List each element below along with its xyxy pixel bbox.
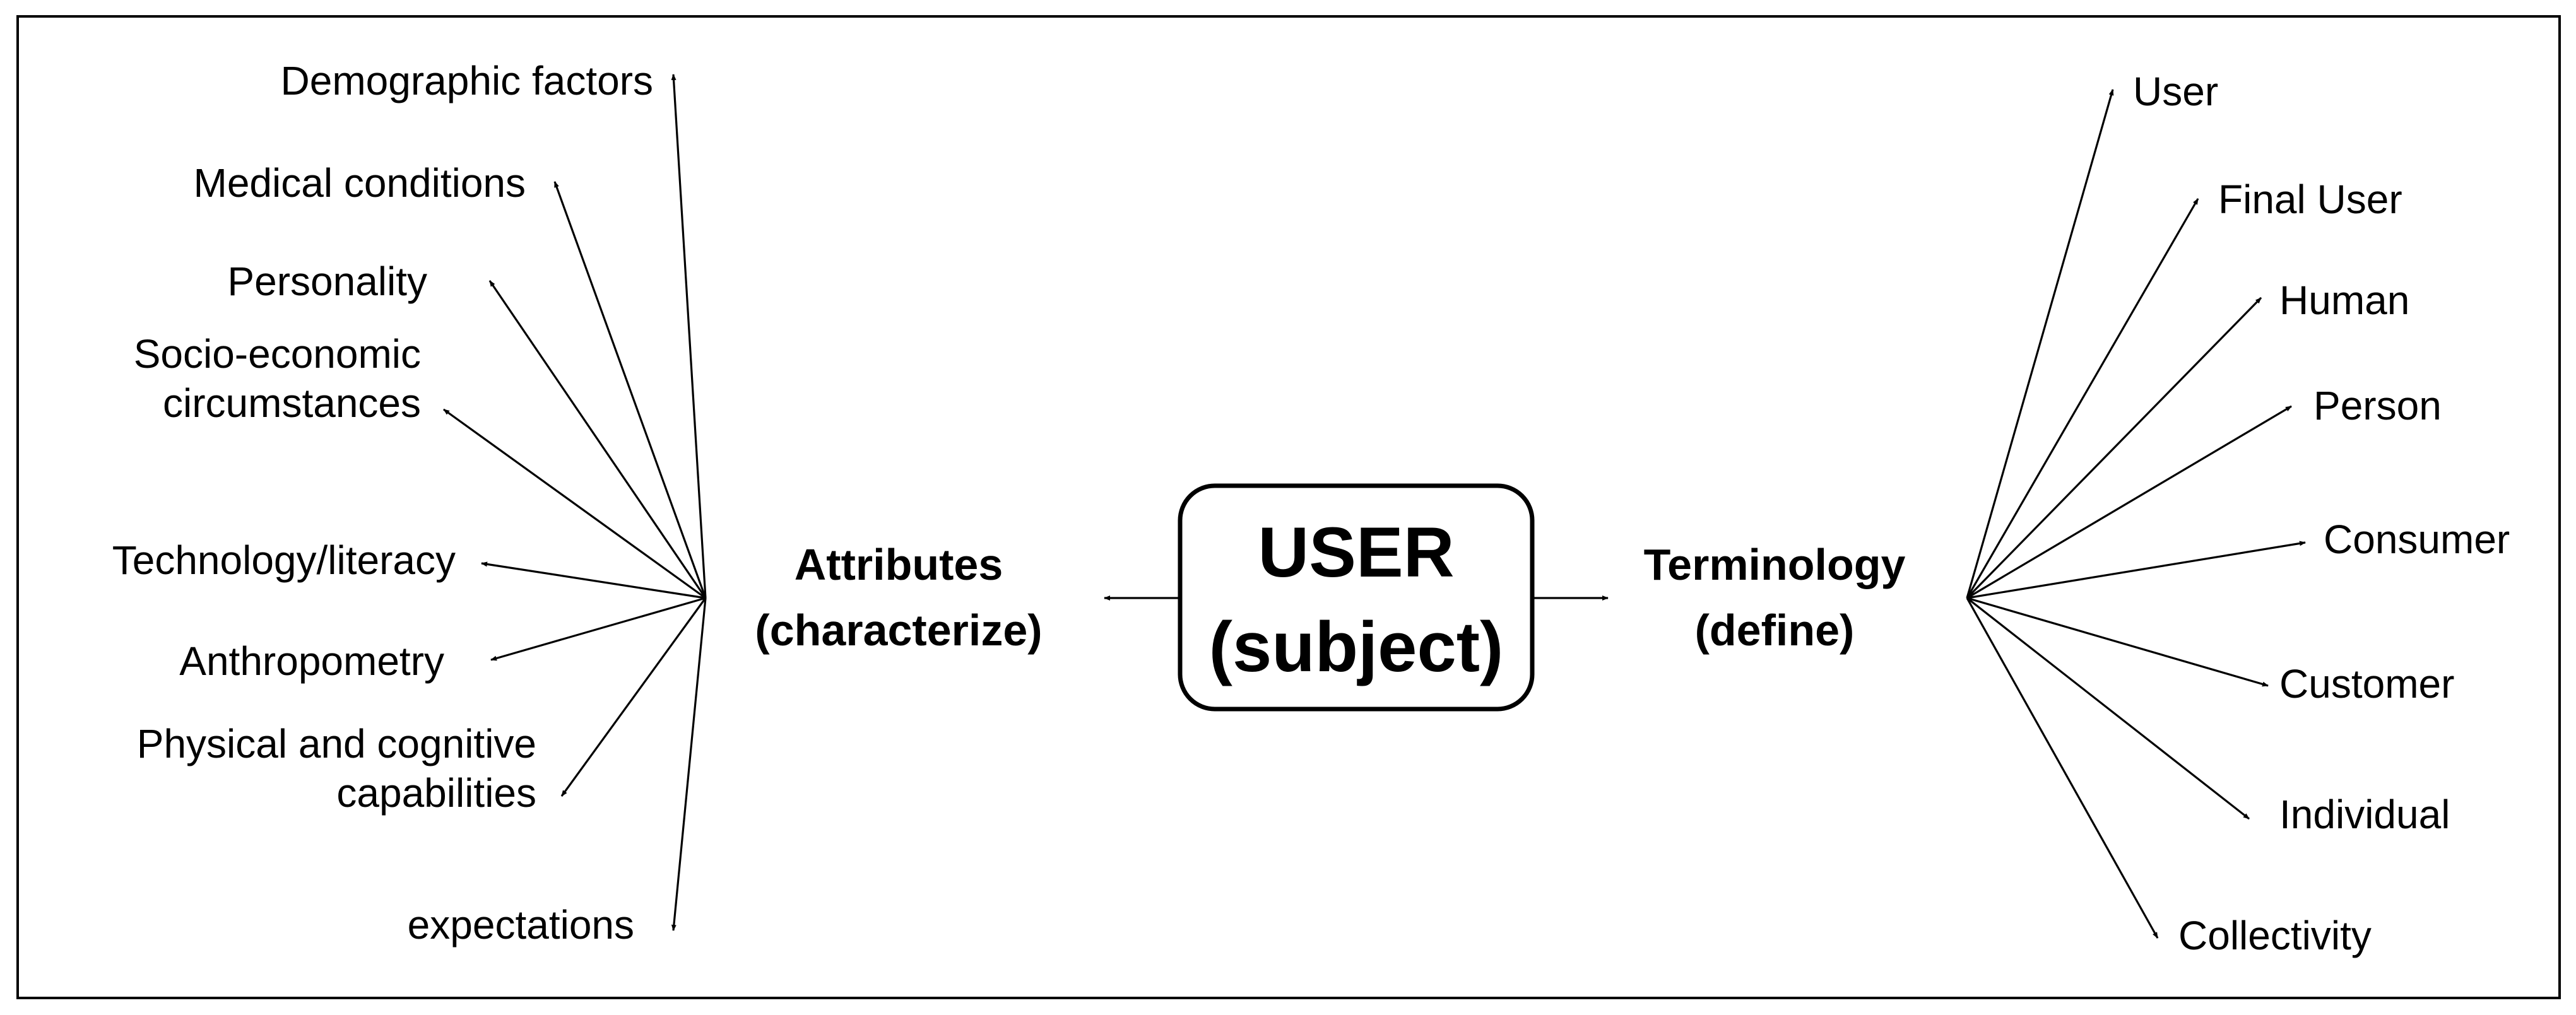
center-title: USER xyxy=(1258,513,1454,592)
attribute-arrow-anthropometry xyxy=(490,597,706,661)
terminology-arrow-customer xyxy=(1966,597,2269,687)
terminology-label-customer: Customer xyxy=(2279,661,2454,707)
attribute-label-demographic-factors: Demographic factors xyxy=(281,58,653,103)
attributes-hub-subtitle: (characterize) xyxy=(755,606,1042,655)
attribute-arrow-physical-and-cognitive-capabilities xyxy=(560,597,707,797)
attribute-arrow-demographic-factors xyxy=(671,74,707,599)
terminology-label-individual: Individual xyxy=(2279,792,2450,837)
attribute-label-technology-literacy: Technology/literacy xyxy=(112,537,456,583)
terminology-label-collectivity: Collectivity xyxy=(2178,913,2372,958)
attribute-label-medical-conditions: Medical conditions xyxy=(194,160,526,206)
center-subtitle: (subject) xyxy=(1209,607,1504,686)
terminology-arrow-user xyxy=(1966,89,2114,599)
attribute-arrow-personality xyxy=(488,280,707,599)
terminology-arrow-collectivity xyxy=(1966,597,2159,939)
diagram-frame xyxy=(16,15,2561,999)
attribute-arrow-socio-economic-circumstances xyxy=(443,408,706,599)
attribute-label-expectations: expectations xyxy=(408,902,634,948)
attribute-arrows xyxy=(443,74,707,931)
terminology-label-human: Human xyxy=(2279,278,2409,323)
terminology-arrow-person xyxy=(1966,405,2292,599)
terminology-hub-title: Terminology xyxy=(1644,540,1906,589)
terminology-arrow-individual xyxy=(1966,597,2250,820)
terminology-arrows xyxy=(1966,89,2306,939)
attribute-label-anthropometry: Anthropometry xyxy=(179,638,444,684)
terminology-label-user: User xyxy=(2133,69,2218,114)
terminology-label-final-user: Final User xyxy=(2218,177,2402,222)
attribute-arrow-medical-conditions xyxy=(553,181,707,599)
user-subject-box xyxy=(1178,483,1535,712)
terminology-label-person: Person xyxy=(2313,383,2442,428)
terminology-hub-subtitle: (define) xyxy=(1695,606,1855,655)
attributes-hub-title: Attributes xyxy=(795,540,1003,589)
attribute-arrow-expectations xyxy=(671,597,707,931)
terminology-arrow-consumer xyxy=(1966,541,2306,599)
attribute-label-personality: Personality xyxy=(227,259,427,304)
terminology-arrow-human xyxy=(1966,296,2262,599)
terminology-arrow-final-user xyxy=(1966,198,2199,599)
terminology-label-consumer: Consumer xyxy=(2324,517,2510,562)
attribute-arrow-technology-literacy xyxy=(481,561,706,599)
